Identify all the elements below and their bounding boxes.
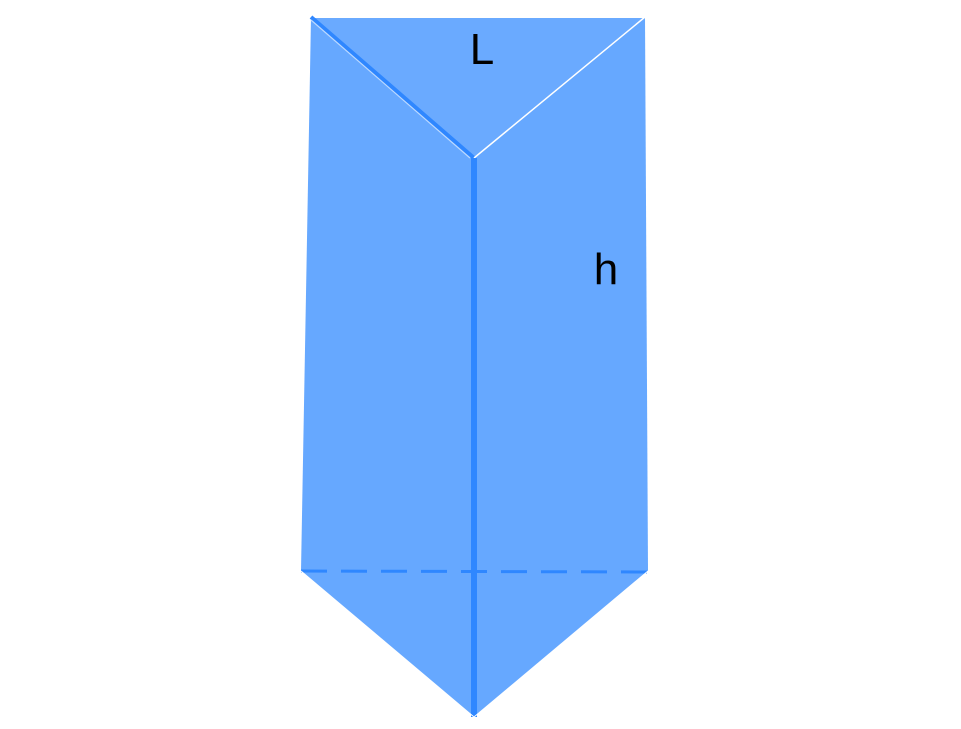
prism-top-face [311,17,645,158]
bottom-edge-right [473,570,649,718]
bottom-edge-left [300,570,475,718]
bottom-back-edge-dashed [300,569,649,574]
label-h: h [594,245,618,294]
top-edge-left [309,15,476,160]
top-edge-right [473,16,646,159]
label-l: L [470,25,494,74]
top-edge-left-highlight [310,19,471,159]
